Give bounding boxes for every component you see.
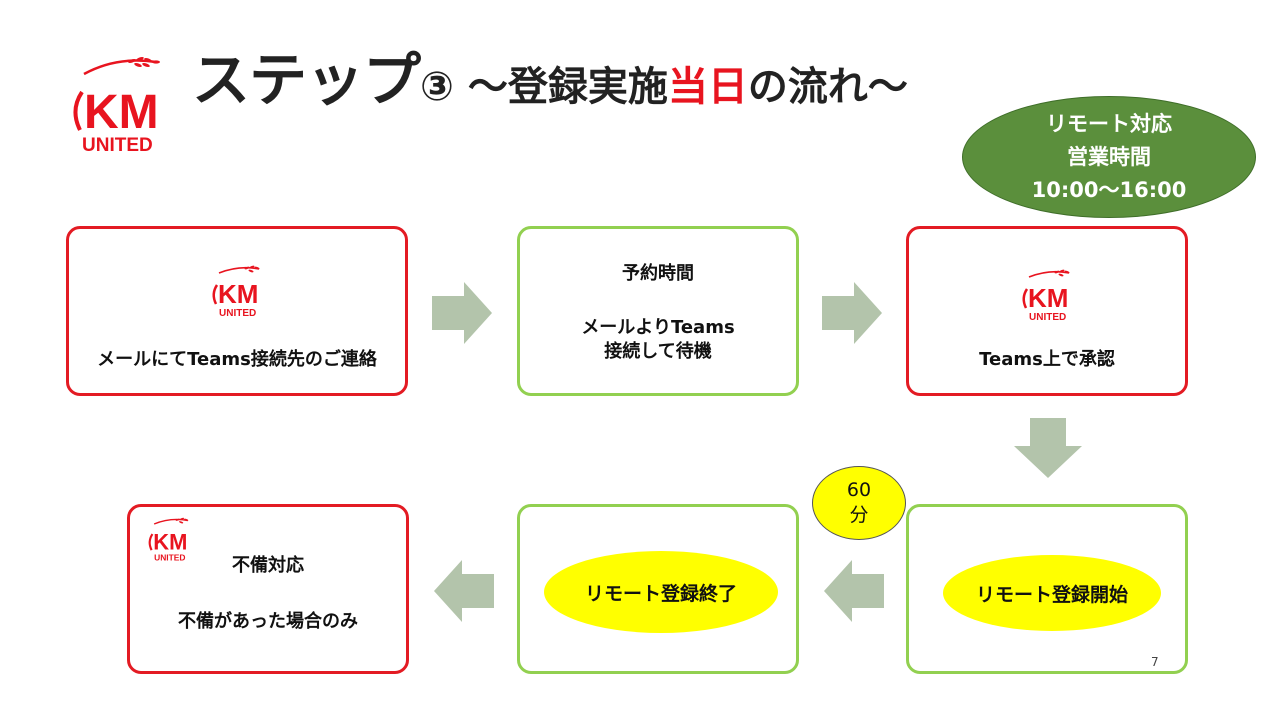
step-title: 予約時間 [622,263,694,284]
step-text-line1: メールよりTeams [581,317,735,338]
arrow-right-icon [432,282,492,344]
step-title: 不備対応 [232,555,304,576]
step-box-approve: KM UNITED Teams上で承認 [906,226,1188,396]
arrow-down-icon [1014,418,1082,478]
step-box-wait: 予約時間 メールよりTeams 接続して待機 [517,226,799,396]
logo-letters: KM [84,86,159,139]
step-text: 不備があった場合のみ [178,611,358,632]
title-highlight: 当日 [667,64,748,110]
logo-text: UNITED [82,135,153,156]
step-box-start: リモート登録開始 7 [906,504,1188,674]
company-logo-icon: KM UNITED [212,265,260,319]
arrow-left-icon [434,560,494,622]
duration-badge: 60 分 [812,466,906,540]
header-logo: KM UNITED [62,52,180,156]
arrow-right-icon [822,282,882,344]
step-highlight: リモート登録終了 [544,551,778,633]
arrow-left-icon [824,560,884,622]
step-text: Teams上で承認 [979,349,1115,370]
business-hours-badge: リモート対応 営業時間 10:00～16:00 [962,96,1256,218]
svg-text:KM: KM [1028,283,1068,313]
step-box-contact: KM UNITED メールにてTeams接続先のご連絡 [66,226,408,396]
company-logo-icon: KM UNITED [1022,269,1070,323]
page-number: 7 [1151,655,1159,669]
page-title: ステップ③ ～登録実施当日の流れ～ [192,46,908,114]
svg-text:UNITED: UNITED [154,552,185,562]
step-highlight: リモート登録開始 [943,555,1161,631]
step-text-line2: 接続して待機 [604,341,712,362]
svg-text:UNITED: UNITED [219,308,256,319]
step-text: メールにてTeams接続先のご連絡 [97,349,377,370]
svg-text:KM: KM [218,279,258,309]
step-box-fix: KM UNITED 不備対応 不備があった場合のみ [127,504,409,674]
step-box-end: リモート登録終了 [517,504,799,674]
svg-text:KM: KM [153,529,187,554]
svg-text:UNITED: UNITED [1029,312,1066,323]
company-logo-icon: KM UNITED [148,517,189,562]
